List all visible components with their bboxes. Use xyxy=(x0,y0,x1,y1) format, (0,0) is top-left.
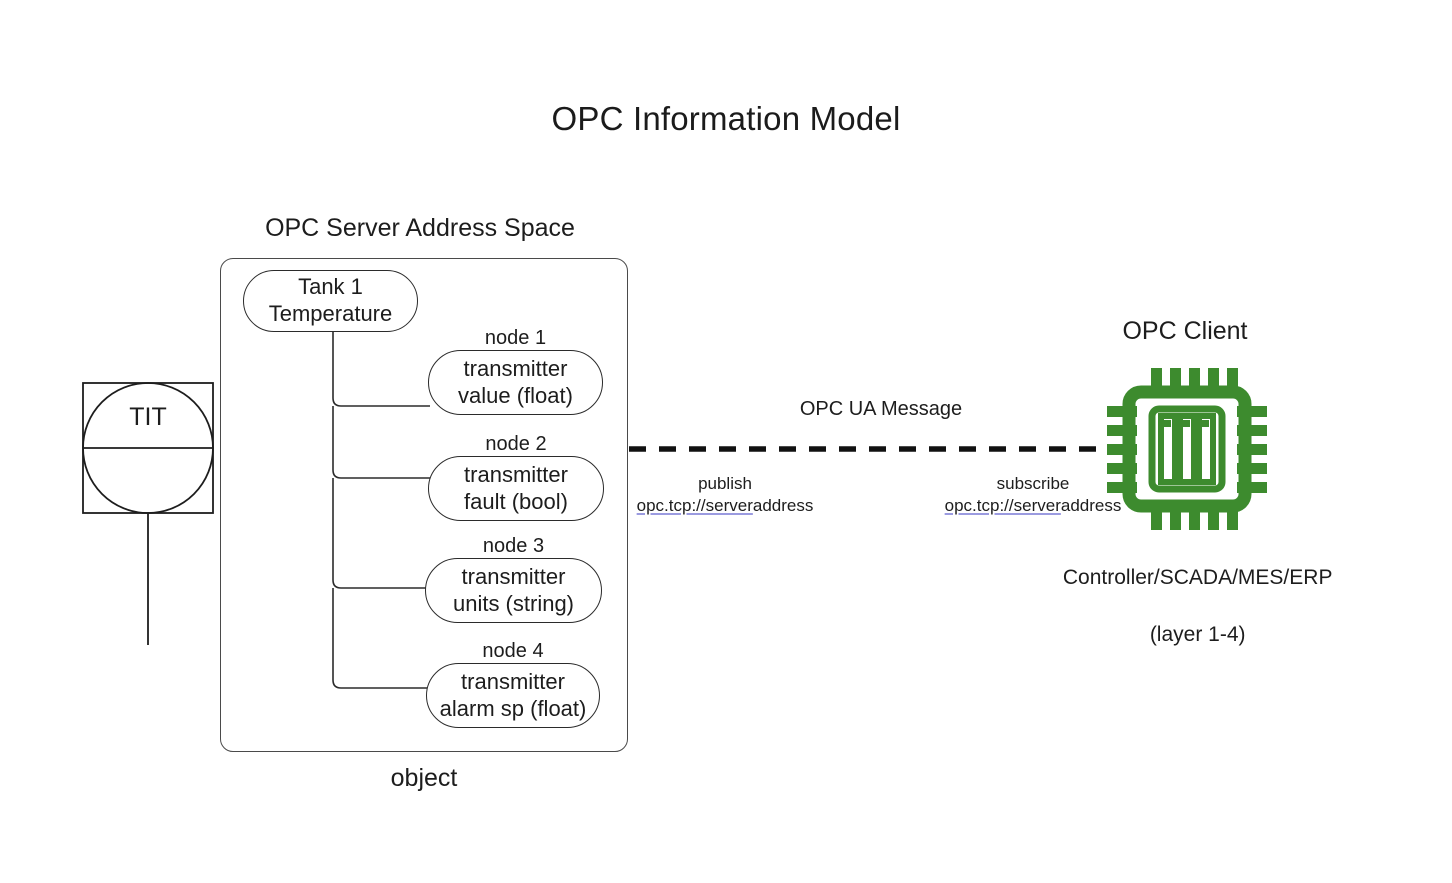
page-title: OPC Information Model xyxy=(551,100,901,137)
node-3-label: node 3 xyxy=(482,535,545,557)
node-1-label: node 1 xyxy=(484,327,547,349)
node-4-line-1: transmitter xyxy=(461,668,565,694)
client-subtitle-line-1: Controller/SCADA/MES/ERP xyxy=(1062,566,1333,590)
publish-uri-rest: address xyxy=(752,496,814,516)
server-address-space-caption: OPC Server Address Space xyxy=(265,214,575,242)
opc-client-caption: OPC Client xyxy=(1122,317,1248,345)
microchip-icon xyxy=(1107,368,1267,530)
publish-uri-scheme[interactable]: opc.tcp://server xyxy=(636,496,753,516)
subscribe-uri-scheme[interactable]: opc.tcp://server xyxy=(944,496,1061,516)
client-subtitle-line-2: (layer 1-4) xyxy=(1149,623,1246,647)
node-2-transmitter-fault[interactable]: transmitter fault (bool) xyxy=(428,456,604,521)
subscribe-endpoint: subscribe opc.tcp://serveraddress xyxy=(908,473,1158,517)
node-2-line-2: fault (bool) xyxy=(464,488,568,514)
subscribe-uri-rest: address xyxy=(1060,496,1122,516)
node-4-label: node 4 xyxy=(482,640,544,662)
node-2-line-1: transmitter xyxy=(464,461,568,487)
tit-tag-label: TIT xyxy=(129,403,167,431)
tank-node-line-1: Tank 1 xyxy=(298,274,363,300)
node-4-transmitter-alarm-sp[interactable]: transmitter alarm sp (float) xyxy=(426,663,600,728)
node-tank-1-temperature[interactable]: Tank 1 Temperature xyxy=(243,270,418,332)
subscribe-label: subscribe xyxy=(996,474,1070,493)
node-2-label: node 2 xyxy=(485,433,547,455)
publish-endpoint: publish opc.tcp://serveraddress xyxy=(600,473,850,517)
node-1-line-2: value (float) xyxy=(458,382,573,408)
opc-ua-message-label: OPC UA Message xyxy=(799,398,963,420)
object-caption: object xyxy=(390,764,458,792)
node-1-transmitter-value[interactable]: transmitter value (float) xyxy=(428,350,603,415)
node-3-line-2: units (string) xyxy=(452,590,575,616)
node-3-line-1: transmitter xyxy=(461,563,566,589)
node-3-transmitter-units[interactable]: transmitter units (string) xyxy=(425,558,602,623)
tank-node-line-2: Temperature xyxy=(268,301,393,326)
publish-label: publish xyxy=(698,474,752,493)
node-1-line-1: transmitter xyxy=(463,355,568,381)
publish-uri[interactable]: opc.tcp://serveraddress xyxy=(600,495,850,517)
node-4-line-2: alarm sp (float) xyxy=(439,695,587,721)
opc-client-subtitle: Controller/SCADA/MES/ERP (layer 1-4) xyxy=(1000,536,1372,678)
subscribe-uri[interactable]: opc.tcp://serveraddress xyxy=(908,495,1158,517)
